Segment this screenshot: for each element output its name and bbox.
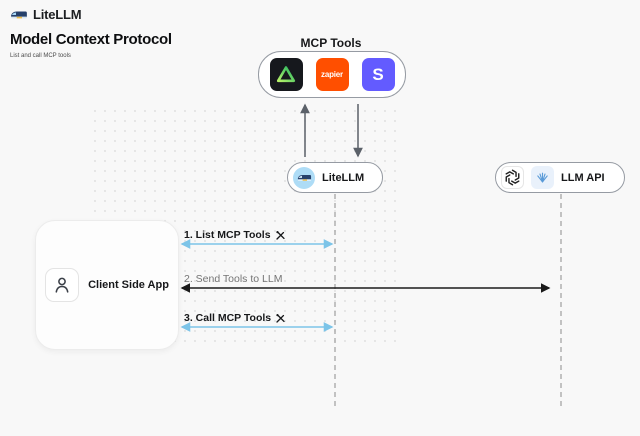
flow-1-text: 1. List MCP Tools	[184, 229, 271, 241]
stripe-icon: S	[361, 58, 395, 91]
litellm-icon	[293, 166, 315, 189]
brand: LiteLLM	[10, 7, 82, 22]
client-side-app-label: Client Side App	[88, 279, 169, 291]
litellm-node: LiteLLM	[287, 162, 383, 193]
flow-1-label: 1. List MCP Tools	[184, 229, 286, 241]
flow-3-text: 3. Call MCP Tools	[184, 312, 272, 324]
tools-icon	[276, 313, 285, 323]
flow-2-text: 2. Send Tools to LLM	[184, 273, 283, 285]
flow-3-label: 3. Call MCP Tools	[184, 312, 286, 324]
mcp-tools-label: MCP Tools	[300, 36, 362, 50]
brand-name: LiteLLM	[33, 7, 82, 22]
llm-api-node-label: LLM API	[561, 171, 605, 184]
zapier-wordmark: zapier	[321, 70, 343, 79]
mcp-tools-node: zapier S	[258, 51, 406, 98]
green-triangle-tool-icon	[269, 58, 303, 91]
zapier-icon: zapier	[315, 58, 349, 91]
stripe-letter: S	[372, 64, 384, 84]
page-title: Model Context Protocol	[10, 31, 172, 48]
client-side-app-node: Client Side App	[35, 220, 179, 350]
user-icon	[55, 277, 69, 293]
llm-api-node: LLM API	[495, 162, 625, 193]
openai-icon	[501, 166, 524, 189]
litellm-node-label: LiteLLM	[322, 171, 365, 184]
user-icon-box	[45, 268, 80, 302]
llm-provider-icon	[531, 166, 554, 189]
litellm-train-icon	[11, 11, 27, 19]
flow-2-label: 2. Send Tools to LLM	[184, 273, 282, 285]
page-subtitle: List and call MCP tools	[10, 53, 71, 59]
tools-icon	[275, 230, 285, 240]
